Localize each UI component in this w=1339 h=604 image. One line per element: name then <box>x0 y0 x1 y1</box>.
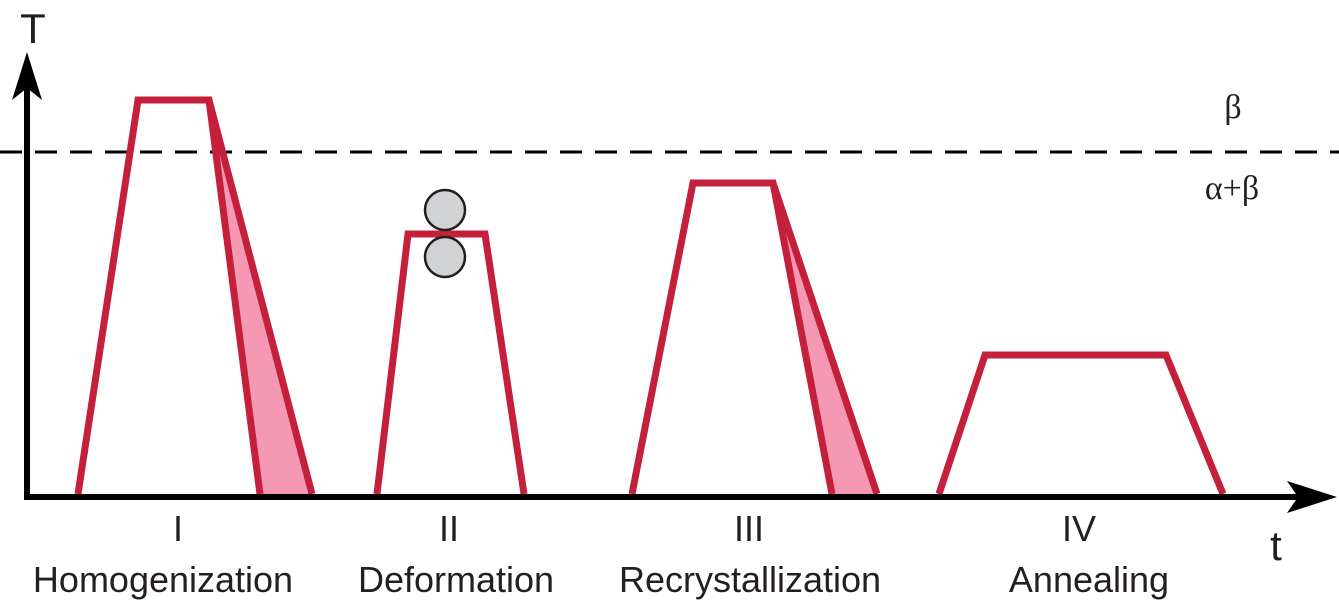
stage-3-profile <box>628 179 836 495</box>
stage-3-numeral: III <box>734 508 764 549</box>
stage-1-profile <box>74 96 264 495</box>
x-axis-arrowhead <box>1287 481 1337 513</box>
stage-3-name: Recrystallization <box>619 559 881 600</box>
beta-phase-label: β <box>1224 89 1241 126</box>
upper-roller-icon <box>423 188 467 232</box>
y-axis-label: T <box>20 5 46 52</box>
stage-4-name: Annealing <box>1009 559 1169 600</box>
x-axis-label: t <box>1270 522 1282 569</box>
stage-2-name: Deformation <box>358 559 554 600</box>
stage-1-slow-cooling-line <box>205 99 316 495</box>
stage-2-profile <box>373 230 528 495</box>
alpha-beta-phase-label: α+β <box>1205 170 1259 207</box>
stage-1-numeral: I <box>173 508 183 549</box>
stage-4-numeral: IV <box>1062 508 1096 549</box>
stage-3-slow-cooling-line <box>769 181 881 496</box>
lower-roller-icon <box>423 235 467 279</box>
y-axis-arrowhead <box>12 52 42 100</box>
stage-1-name: Homogenization <box>33 559 293 600</box>
stage-4-profile <box>935 351 1227 496</box>
stage-2-numeral: II <box>439 508 459 549</box>
